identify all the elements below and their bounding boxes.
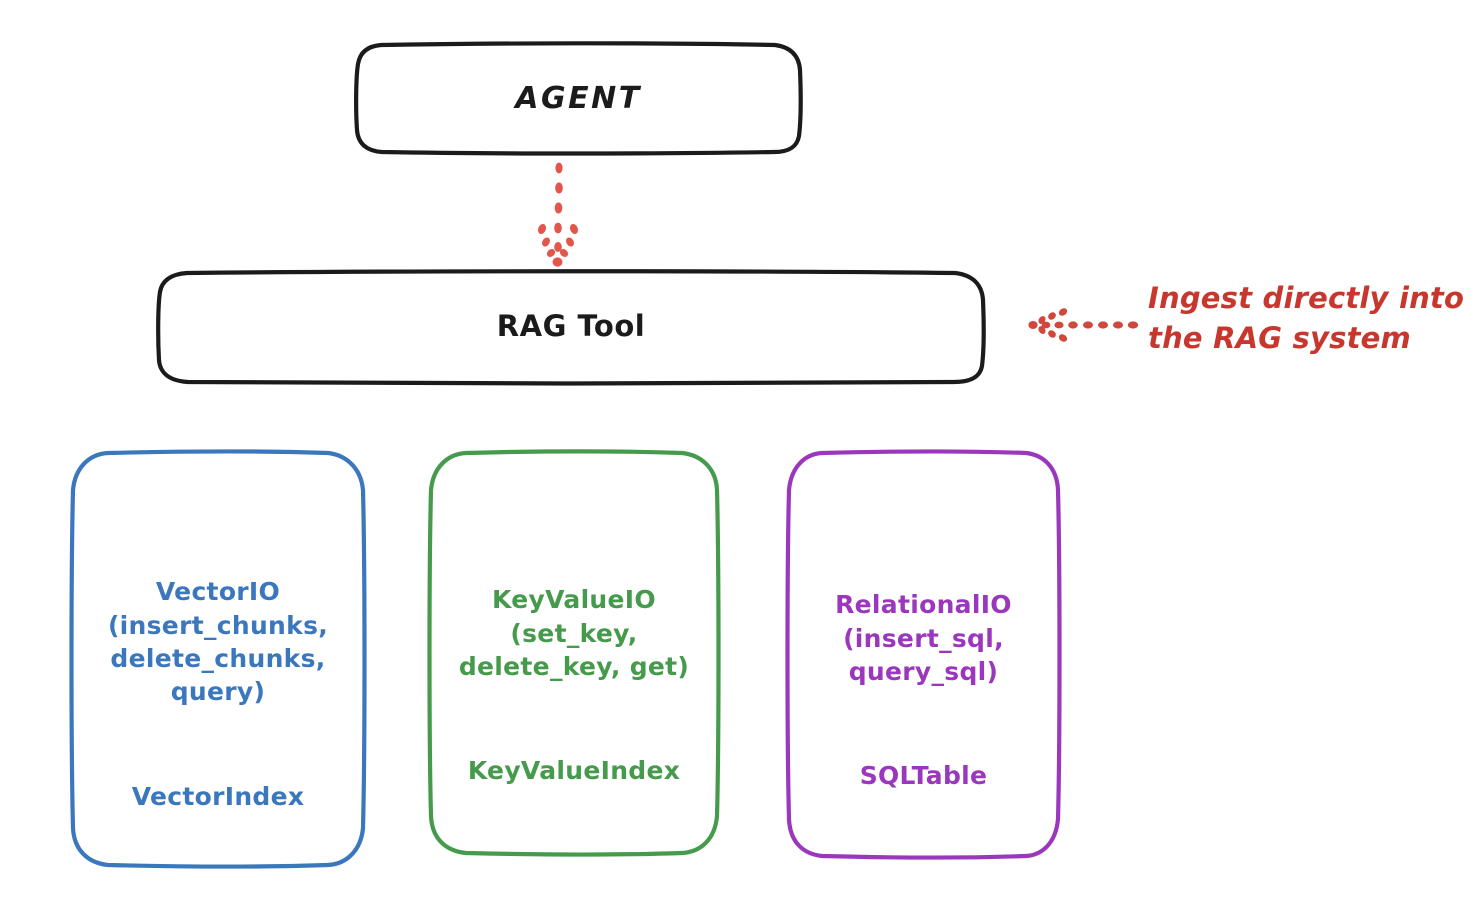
- key-value-io-index-label: KeyValueIndex: [467, 756, 681, 786]
- vector-io-index-label: VectorIndex: [131, 781, 305, 811]
- relational-io-index-label: SQLTable: [859, 761, 988, 791]
- spacer: [108, 708, 328, 746]
- vector-io-label: VectorIO (insert_chunks, delete_chunks, …: [107, 577, 329, 706]
- relational-io-text-block: RelationalIO (insert_sql, query_sql) SQL…: [827, 450, 1020, 793]
- agent-to-rag-tool-arrow: [537, 162, 579, 267]
- ingest-to-rag-tool-arrow: [1028, 308, 1139, 342]
- node-key-value-io[interactable]: KeyValueIO (set_key, delete_key, get) Ke…: [427, 449, 721, 857]
- node-vector-io[interactable]: VectorIO (insert_chunks, delete_chunks, …: [69, 449, 367, 869]
- node-rag-tool[interactable]: RAG Tool: [156, 269, 986, 386]
- relational-io-label: RelationalIO (insert_sql, query_sql): [835, 590, 1012, 686]
- rag-tool-label: RAG Tool: [496, 309, 646, 344]
- agent-label: AGENT: [515, 80, 642, 116]
- node-agent[interactable]: AGENT: [354, 41, 803, 156]
- node-relational-io[interactable]: RelationalIO (insert_sql, query_sql) SQL…: [785, 449, 1062, 860]
- ingest-annotation-text: Ingest directly into the RAG system: [1148, 281, 1465, 356]
- key-value-io-text-block: KeyValueIO (set_key, delete_key, get) Ke…: [451, 450, 697, 788]
- spacer: [459, 683, 689, 721]
- vector-io-text-block: VectorIO (insert_chunks, delete_chunks, …: [100, 450, 336, 813]
- spacer: [835, 688, 1012, 726]
- key-value-io-label: KeyValueIO (set_key, delete_key, get): [458, 585, 690, 681]
